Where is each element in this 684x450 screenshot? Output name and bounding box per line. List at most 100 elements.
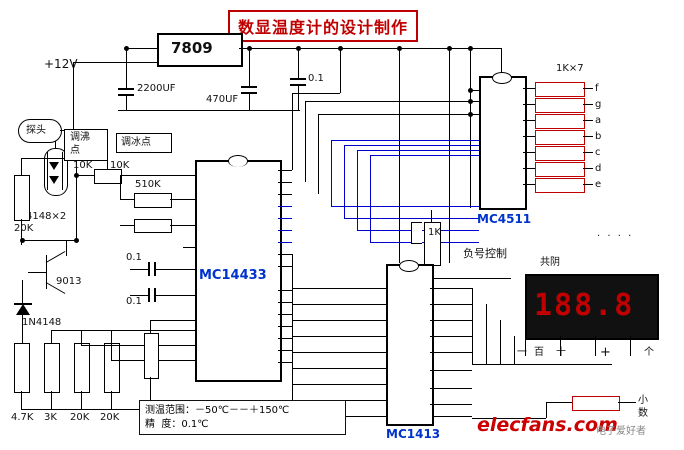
wire-rail-in [73,62,157,63]
r-bank-1 [535,82,585,97]
wire-transistor-top [22,240,76,241]
diode-1n4148-bar [14,303,32,305]
pin-4511-l2 [470,101,479,102]
pin-4511-l3 [470,114,479,115]
pin-14433-r3 [278,194,292,195]
sensor-diode-1 [49,162,59,170]
rb-lead-6 [583,168,593,169]
wire-branch-340 [340,48,341,93]
decimal-label-1: 小 [638,395,648,406]
wire-branch-470 [470,48,471,208]
wire-pot-wiper [107,151,108,169]
pin-14433-r5 [278,218,292,219]
w-1413-disp2 [486,304,487,364]
node-cap1 [124,46,129,51]
r-20k-a-body [74,343,90,393]
pin-14433-r10 [278,290,292,291]
node-t2 [74,238,79,243]
bus-b1 [331,206,479,207]
wire-aux-right [170,225,183,226]
wire-aux-left [120,225,134,226]
wire-cap1-top [126,48,157,49]
chip-mc1413-label: MC1413 [386,427,441,441]
decimal-label-2: 数 [638,408,648,419]
r-4k7-lead [21,391,22,409]
cap-0-1-mid-label: 0.1 [126,252,142,263]
wire-probe-down [55,141,56,149]
cap-0-1-low-label: 0.1 [126,296,142,307]
disp-lead-3 [595,336,596,356]
pin-1413-r8 [430,404,472,405]
cap-0-1-top-label: 0.1 [308,73,324,84]
w-1433-1413-b [292,266,293,304]
power-label: +12V [44,57,78,71]
r-bank-4 [535,130,585,145]
r-20k-top-body [14,175,30,221]
cap-vert-lead-dn [150,377,151,409]
wire-transistor-up [66,240,67,256]
bus-h2 [305,101,471,102]
w-1413-disp3 [500,320,501,364]
pin-14433-r8 [278,254,292,255]
pin-14433-r4 [278,206,292,207]
segment-label-a: a [595,115,602,126]
chip-mc4511-label: MC4511 [477,212,532,226]
r-4k7-body [14,343,30,393]
diode-4148x2-label: 4148×2 [26,211,67,222]
node-4511-3 [468,112,473,117]
bus-bv2 [344,145,345,218]
pin-14433-r1 [278,170,292,171]
probe-box [18,119,62,143]
pin-4511-l1 [470,90,479,91]
disp-lead-4 [630,336,631,356]
wire-sensor-right [76,130,77,240]
chip-mc4511 [479,76,527,210]
pin-1413-r2 [430,304,472,305]
w-1413-disp4 [514,336,515,364]
r-decimal-lead-r [618,402,636,403]
node-340 [338,46,343,51]
node-cap3 [296,46,301,51]
diode-1n4148-label: 1N4148 [22,317,62,328]
pin-4511-r1 [523,88,535,89]
dots-label: · · · · [597,231,634,242]
spec-note-box: 测温范围：－50℃－－＋150℃ 精 度：0.1℃ [139,400,346,435]
r-20k-top-label: 20K [14,223,34,234]
bus-h1 [292,93,340,94]
wire-20ka-vert [81,330,82,345]
r-20k-b-body [104,343,120,393]
bus-v1 [292,93,293,170]
w-1433-1413-e2 [292,352,386,353]
cap-2200uf-plate2 [118,94,134,96]
r-aux-body [134,219,172,233]
cap-vert-lead-up [150,320,151,333]
bus-bh3 [357,150,479,151]
pin-14433-l4 [183,247,195,248]
cap-0-1-top-plate1 [290,78,306,80]
pin-4511-l6 [470,150,479,151]
r-3k-body [44,343,60,393]
wire-pot-left [76,175,94,176]
rb-lead-2 [583,104,593,105]
w-1433-1413-c2 [292,320,386,321]
adjust-boil-label-2: 点 [70,145,80,156]
chip-mc14433-label: MC14433 [199,268,267,283]
segment-label-b: b [595,131,602,142]
pot-10k-left-label: 10K [73,160,93,171]
r-bank-6 [535,162,585,177]
rb-lead-3 [583,120,593,121]
disp-lead-2 [560,336,561,356]
pin-14433-r2 [278,182,292,183]
bus-v3 [318,114,319,194]
chip-mc1413-notch [399,260,419,272]
node-449 [447,46,452,51]
r-bank-2 [535,98,585,113]
sensor-diode-2 [49,176,59,184]
rb-lead-1 [583,88,593,89]
bus-bv4 [370,155,371,242]
pin-14433-l10 [183,360,195,361]
r-1kx7-label: 1K×7 [556,63,584,74]
w-1433-1413-g2 [292,384,386,385]
bus-h3 [318,114,470,115]
node-4511-2 [468,99,473,104]
